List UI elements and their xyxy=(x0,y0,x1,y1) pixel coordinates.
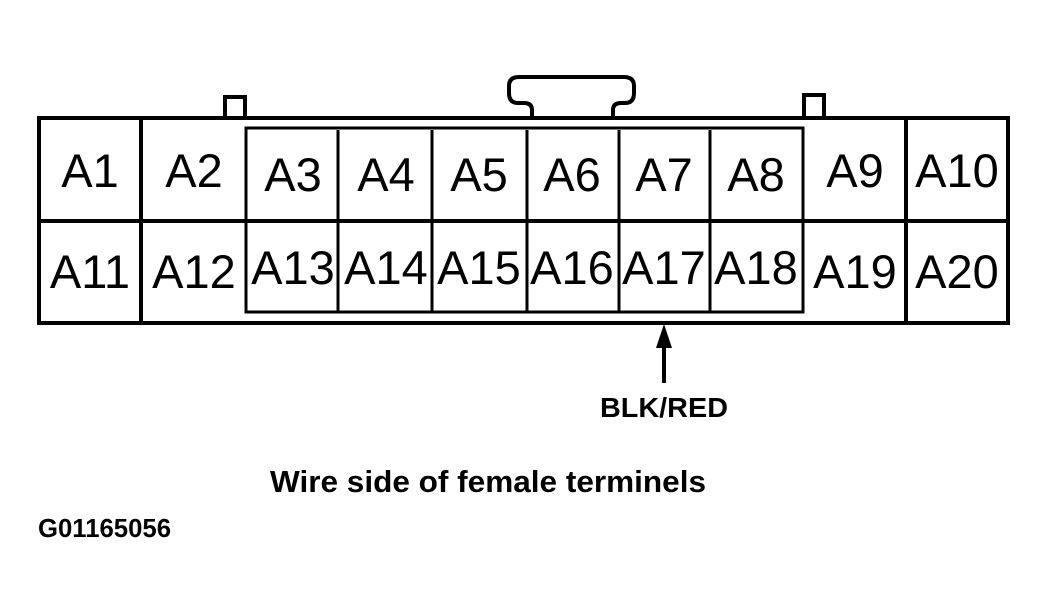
terminal-label-a19: A19 xyxy=(813,245,897,298)
connector-body-outline xyxy=(37,116,1010,325)
terminal-label-a1: A1 xyxy=(61,144,119,197)
terminal-label-a15: A15 xyxy=(437,241,521,294)
terminal-label-a5: A5 xyxy=(450,148,508,201)
terminal-label-a11: A11 xyxy=(50,245,130,298)
figure-caption: Wire side of female terminels xyxy=(270,464,706,499)
index-tab-left xyxy=(223,95,247,120)
terminal-label-a17: A17 xyxy=(622,241,706,294)
terminal-label-a20: A20 xyxy=(915,245,999,298)
terminal-label-a8: A8 xyxy=(727,148,785,201)
terminal-label-a2: A2 xyxy=(165,144,223,197)
terminal-label-a7: A7 xyxy=(635,148,693,201)
wire-label: BLK/RED xyxy=(600,392,728,423)
arrowhead-icon xyxy=(656,324,672,348)
terminal-label-a3: A3 xyxy=(264,148,322,201)
terminal-label-a9: A9 xyxy=(826,144,884,197)
terminal-label-a18: A18 xyxy=(714,241,798,294)
index-tab-right xyxy=(802,93,826,120)
figure-code: G01165056 xyxy=(38,513,171,543)
terminal-label-a12: A12 xyxy=(152,245,236,298)
terminal-label-a14: A14 xyxy=(344,241,428,294)
terminal-label-a6: A6 xyxy=(543,148,601,201)
terminal-label-a16: A16 xyxy=(530,241,614,294)
latch-tab xyxy=(507,75,636,118)
terminal-label-a10: A10 xyxy=(915,144,999,197)
terminal-label-a4: A4 xyxy=(357,148,415,201)
wire-callout-arrow xyxy=(656,324,672,383)
terminal-label-a13: A13 xyxy=(251,241,335,294)
